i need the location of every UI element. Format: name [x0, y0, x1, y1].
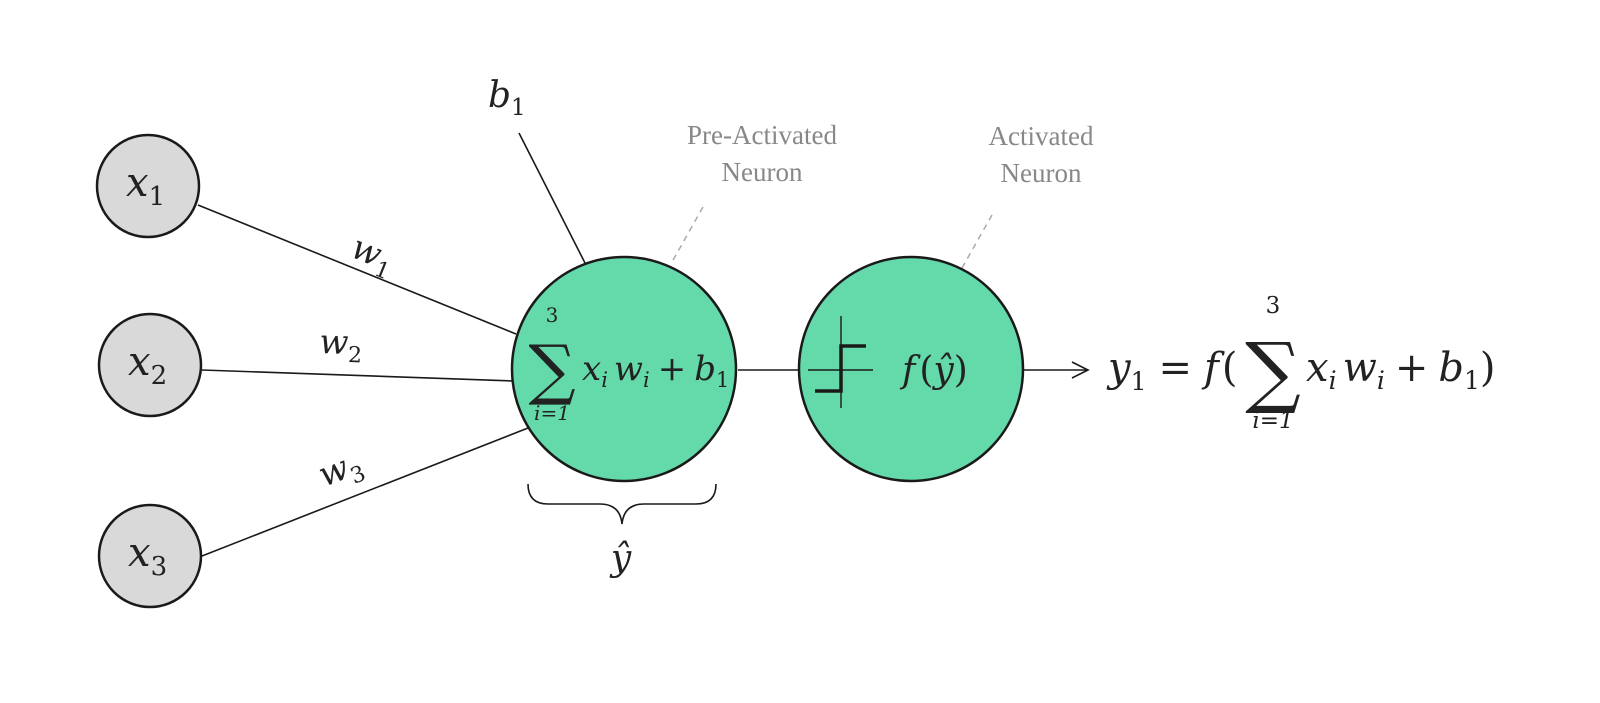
input-node-circle	[95, 133, 201, 239]
input-node-x2: x2	[97, 312, 203, 418]
activated-label-line2: Neuron	[1001, 158, 1082, 188]
output-equation-left: y1=f(	[1106, 345, 1237, 396]
input-node-circle	[97, 312, 203, 418]
sum-lower-limit: i=1	[534, 401, 570, 425]
brace	[527, 483, 717, 525]
activated-label-line1: Activated	[989, 121, 1094, 151]
edge-x1-to-neuron	[197, 204, 517, 335]
pre-activated-leader	[671, 206, 704, 263]
pre-activated-label-line1: Pre-Activated	[687, 120, 837, 150]
weight-label-w1: w1	[344, 227, 401, 285]
bias-label: b1	[488, 75, 526, 121]
edge-bias-to-neuron	[518, 132, 586, 264]
weight-label-w2: w2	[319, 322, 364, 368]
edge-x2-to-neuron	[201, 369, 515, 382]
input-node-x3: x3	[97, 503, 203, 609]
sum-symbol: ∑	[528, 331, 575, 408]
output-sum-lower-limit: i=1	[1252, 408, 1293, 434]
y-hat-label: ŷ	[609, 538, 632, 579]
activated-neuron: f(ŷ)	[797, 255, 1025, 483]
output-sum-upper-limit: 3	[1266, 293, 1281, 319]
weight-label-w3: w3	[313, 443, 369, 500]
output-sum-symbol: ∑	[1245, 327, 1301, 417]
sum-upper-limit: 3	[546, 303, 559, 327]
input-node-circle	[97, 503, 203, 609]
pre-activated-label-line2: Neuron	[722, 157, 803, 187]
activated-leader	[961, 214, 993, 269]
activation-function-label: f(ŷ)	[899, 350, 968, 391]
input-node-label: x2	[128, 339, 167, 391]
edge-x3-to-neuron	[201, 427, 529, 557]
input-node-x1: x1	[95, 133, 201, 239]
pre-activated-neuron-circle	[510, 255, 738, 483]
activated-neuron-circle	[797, 255, 1025, 483]
step-function-icon	[808, 316, 873, 408]
input-node-label: x3	[128, 530, 167, 582]
input-node-label: x1	[126, 160, 165, 212]
